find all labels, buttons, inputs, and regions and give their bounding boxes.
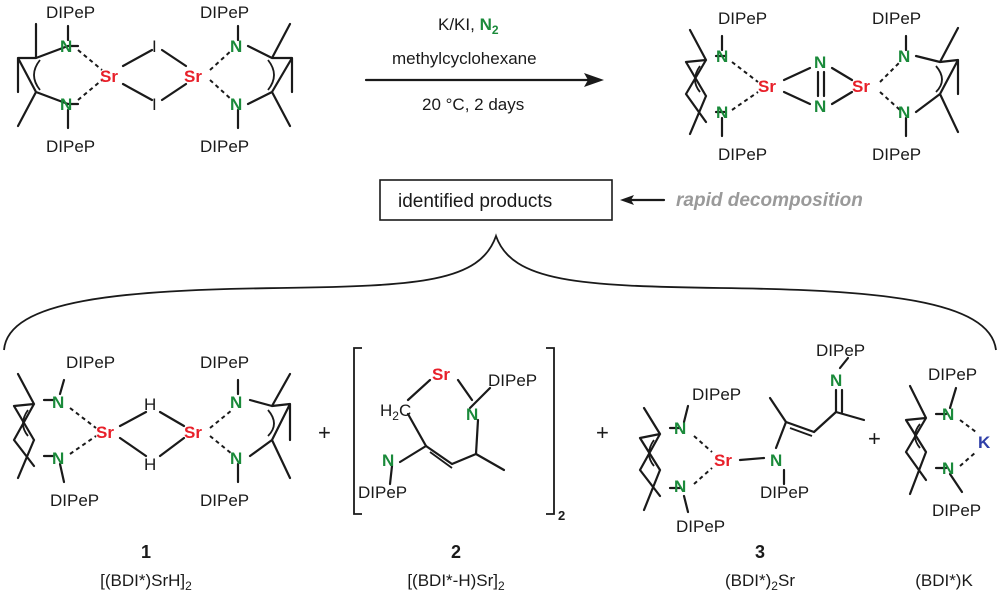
product-captions: 1 [(BDI*)SrH]2 2 [(BDI*-H)Sr]2 3 (BDI*)2…	[100, 542, 973, 593]
dipep-label: DIPeP	[692, 385, 741, 404]
dipep-label: DIPeP	[358, 483, 407, 502]
dipep-label: DIPeP	[760, 483, 809, 502]
dinitrogen-atom: N	[814, 53, 826, 72]
bdi-potassium: DIPeP DIPeP N N K	[904, 365, 991, 520]
strontium-atom: Sr	[432, 365, 450, 384]
reaction-arrow: K/KI, N2 methylcyclohexane 20 °C, 2 days	[364, 15, 604, 114]
nitrogen-atom: N	[674, 419, 686, 438]
strontium-atom: Sr	[100, 67, 118, 86]
solvent-label: methylcyclohexane	[392, 49, 537, 68]
dipep-label: DIPeP	[932, 501, 981, 520]
dipep-label: DIPeP	[200, 491, 249, 510]
nitrogen-atom: N	[52, 449, 64, 468]
imine-nitrogen: N	[382, 451, 394, 470]
dipep-label: DIPeP	[816, 341, 865, 360]
plus-sign: +	[596, 420, 609, 445]
compound-formula: (BDI*)K	[915, 571, 973, 590]
dipep-label: DIPeP	[46, 3, 95, 22]
ch2-label: H2C	[380, 401, 411, 423]
dipep-label: DIPeP	[676, 517, 725, 536]
iodine-atom: I	[152, 95, 157, 114]
iodine-atom: I	[152, 37, 157, 56]
dipep-label: DIPeP	[200, 137, 249, 156]
bracket-subscript: 2	[558, 508, 565, 523]
dipep-label: DIPeP	[718, 145, 767, 164]
nitrogen-atom: N	[230, 449, 242, 468]
dipep-label: DIPeP	[872, 145, 921, 164]
nitrogen-atom: N	[942, 459, 954, 478]
dipep-label: DIPeP	[46, 137, 95, 156]
nitrogen-atom: N	[716, 47, 728, 66]
nitrogen-atom: N	[230, 95, 242, 114]
strontium-atom: Sr	[96, 423, 114, 442]
compound-number: 1	[141, 542, 151, 562]
compound-formula: [(BDI*)SrH]2	[100, 571, 192, 593]
identified-products-label: identified products	[398, 191, 552, 212]
plus-sign: +	[318, 420, 331, 445]
compound-number: 2	[451, 542, 461, 562]
dipep-label: DIPeP	[50, 491, 99, 510]
identified-products-box: identified products	[379, 179, 613, 221]
dipep-label: DIPeP	[718, 9, 767, 28]
dipep-label: DIPeP	[928, 365, 977, 384]
nitrogen-atom: N	[898, 47, 910, 66]
nitrogen-atom: N	[716, 103, 728, 122]
imine-nitrogen: N	[830, 371, 842, 390]
starting-material-iodide-dimer: DIPeP DIPeP DIPeP DIPeP N N N N Sr Sr I …	[16, 3, 294, 156]
dipep-label: DIPeP	[200, 3, 249, 22]
reagent-label: K/KI, N2	[438, 15, 499, 37]
strontium-atom: Sr	[852, 77, 870, 96]
potassium-atom: K	[978, 433, 991, 452]
product-brace	[3, 233, 997, 351]
compound-number: 3	[755, 542, 765, 562]
strontium-atom: Sr	[714, 451, 732, 470]
nitrogen-atom: N	[674, 477, 686, 496]
dipep-label: DIPeP	[488, 371, 537, 390]
dinitrogen-atom: N	[814, 97, 826, 116]
compound-1-hydride-dimer: DIPeP DIPeP DIPeP DIPeP N N N N Sr Sr H …	[12, 353, 292, 510]
nitrogen-atom: N	[52, 393, 64, 412]
strontium-atom: Sr	[758, 77, 776, 96]
nitrogen-atom: N	[230, 393, 242, 412]
nitrogen-atom: N	[60, 95, 72, 114]
amide-nitrogen: N	[770, 451, 782, 470]
hydride-atom: H	[144, 395, 156, 414]
nitrogen-atom: N	[466, 405, 478, 424]
nitrogen-atom: N	[942, 405, 954, 424]
dipep-label: DIPeP	[872, 9, 921, 28]
strontium-atom: Sr	[184, 67, 202, 86]
hydride-atom: H	[144, 455, 156, 474]
conditions-label: 20 °C, 2 days	[422, 95, 524, 114]
compound-3: DIPeP DIPeP DIPeP DIPeP N N Sr N N	[638, 341, 865, 536]
dipep-label: DIPeP	[200, 353, 249, 372]
strontium-atom: Sr	[184, 423, 202, 442]
nitrogen-atom: N	[230, 37, 242, 56]
compound-2-dimer: Sr H2C N N DIPeP DIPeP 2	[353, 347, 565, 523]
dipep-label: DIPeP	[66, 353, 115, 372]
plus-sign: +	[868, 426, 881, 451]
decomposition-arrow	[620, 195, 666, 205]
nitrogen-atom: N	[60, 37, 72, 56]
rapid-decomposition-label: rapid decomposition	[676, 190, 863, 211]
nitrogen-atom: N	[898, 103, 910, 122]
compound-formula: [(BDI*-H)Sr]2	[407, 571, 505, 593]
compound-formula: (BDI*)2Sr	[725, 571, 795, 593]
dinitrogen-complex: DIPeP DIPeP DIPeP DIPeP N N N N Sr Sr N …	[684, 9, 960, 164]
